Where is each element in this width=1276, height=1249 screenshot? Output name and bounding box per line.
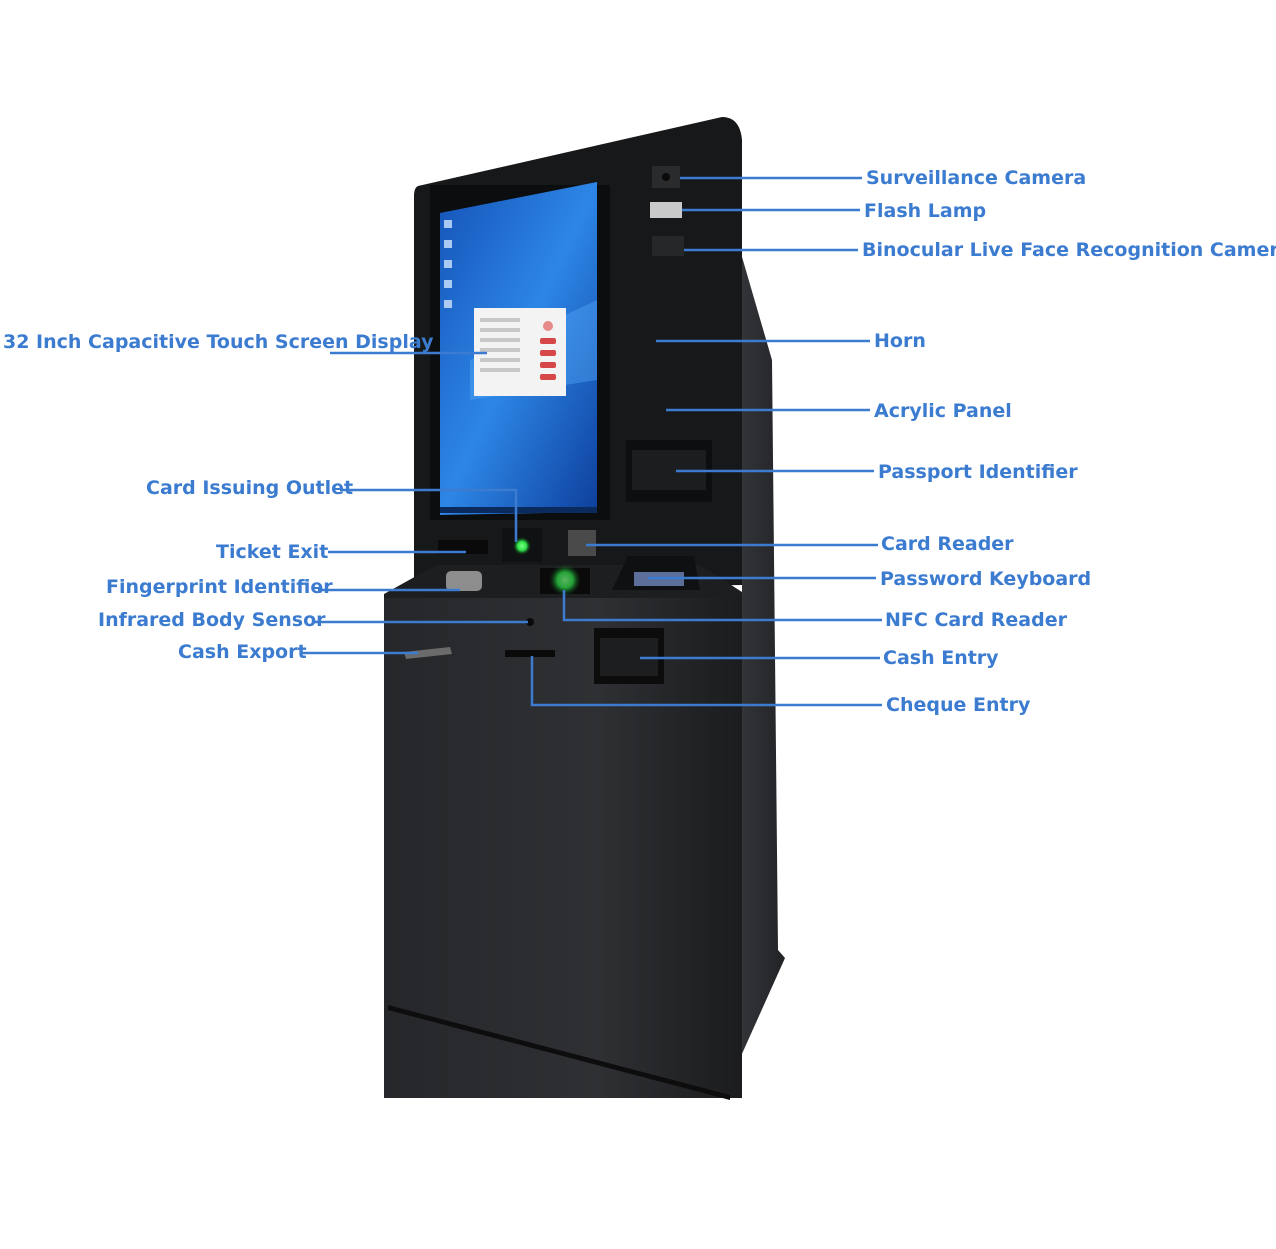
- label-surveillance-camera: Surveillance Camera: [866, 167, 1087, 189]
- leader-nfc: [562, 590, 882, 622]
- leader-lines: [302, 176, 882, 707]
- cheque-entry-device: [505, 650, 555, 657]
- label-touch-screen: 32 Inch Capacitive Touch Screen Display: [3, 331, 434, 353]
- label-binocular-camera: Binocular Live Face Recognition Camera: [862, 239, 1276, 261]
- label-flash-lamp: Flash Lamp: [864, 200, 987, 222]
- leader-card-issuing: [340, 488, 518, 542]
- screen-taskbar: [440, 507, 597, 513]
- label-fingerprint-identifier: Fingerprint Identifier: [106, 576, 333, 598]
- label-cash-export: Cash Export: [178, 641, 307, 663]
- label-password-keyboard: Password Keyboard: [880, 568, 1092, 590]
- fingerprint-device: [446, 571, 482, 591]
- label-horn: Horn: [874, 330, 926, 352]
- label-cash-entry: Cash Entry: [883, 647, 999, 669]
- label-infrared-body-sensor: Infrared Body Sensor: [98, 609, 326, 631]
- label-ticket-exit: Ticket Exit: [216, 541, 329, 563]
- ticket-exit-device: [438, 540, 488, 554]
- label-card-reader: Card Reader: [881, 533, 1014, 555]
- kiosk: [384, 117, 785, 1100]
- label-acrylic-panel: Acrylic Panel: [874, 400, 1012, 422]
- kiosk-base: [388, 1005, 730, 1100]
- kiosk-cabinet: [384, 598, 742, 1098]
- infrared-sensor-device: [526, 618, 534, 626]
- binocular-camera-device: [652, 236, 684, 256]
- label-cheque-entry: Cheque Entry: [886, 694, 1031, 716]
- leader-cheque-entry: [530, 656, 882, 707]
- card-reader-device: [568, 530, 596, 556]
- label-passport-identifier: Passport Identifier: [878, 461, 1078, 483]
- kiosk-side-panel: [722, 250, 785, 1085]
- desktop-icons: [444, 220, 452, 308]
- cash-export-device: [404, 647, 452, 659]
- flash-lamp-device: [650, 202, 682, 218]
- label-card-issuing-outlet: Card Issuing Outlet: [146, 477, 354, 499]
- label-nfc-card-reader: NFC Card Reader: [885, 609, 1067, 631]
- app-window: [474, 308, 566, 396]
